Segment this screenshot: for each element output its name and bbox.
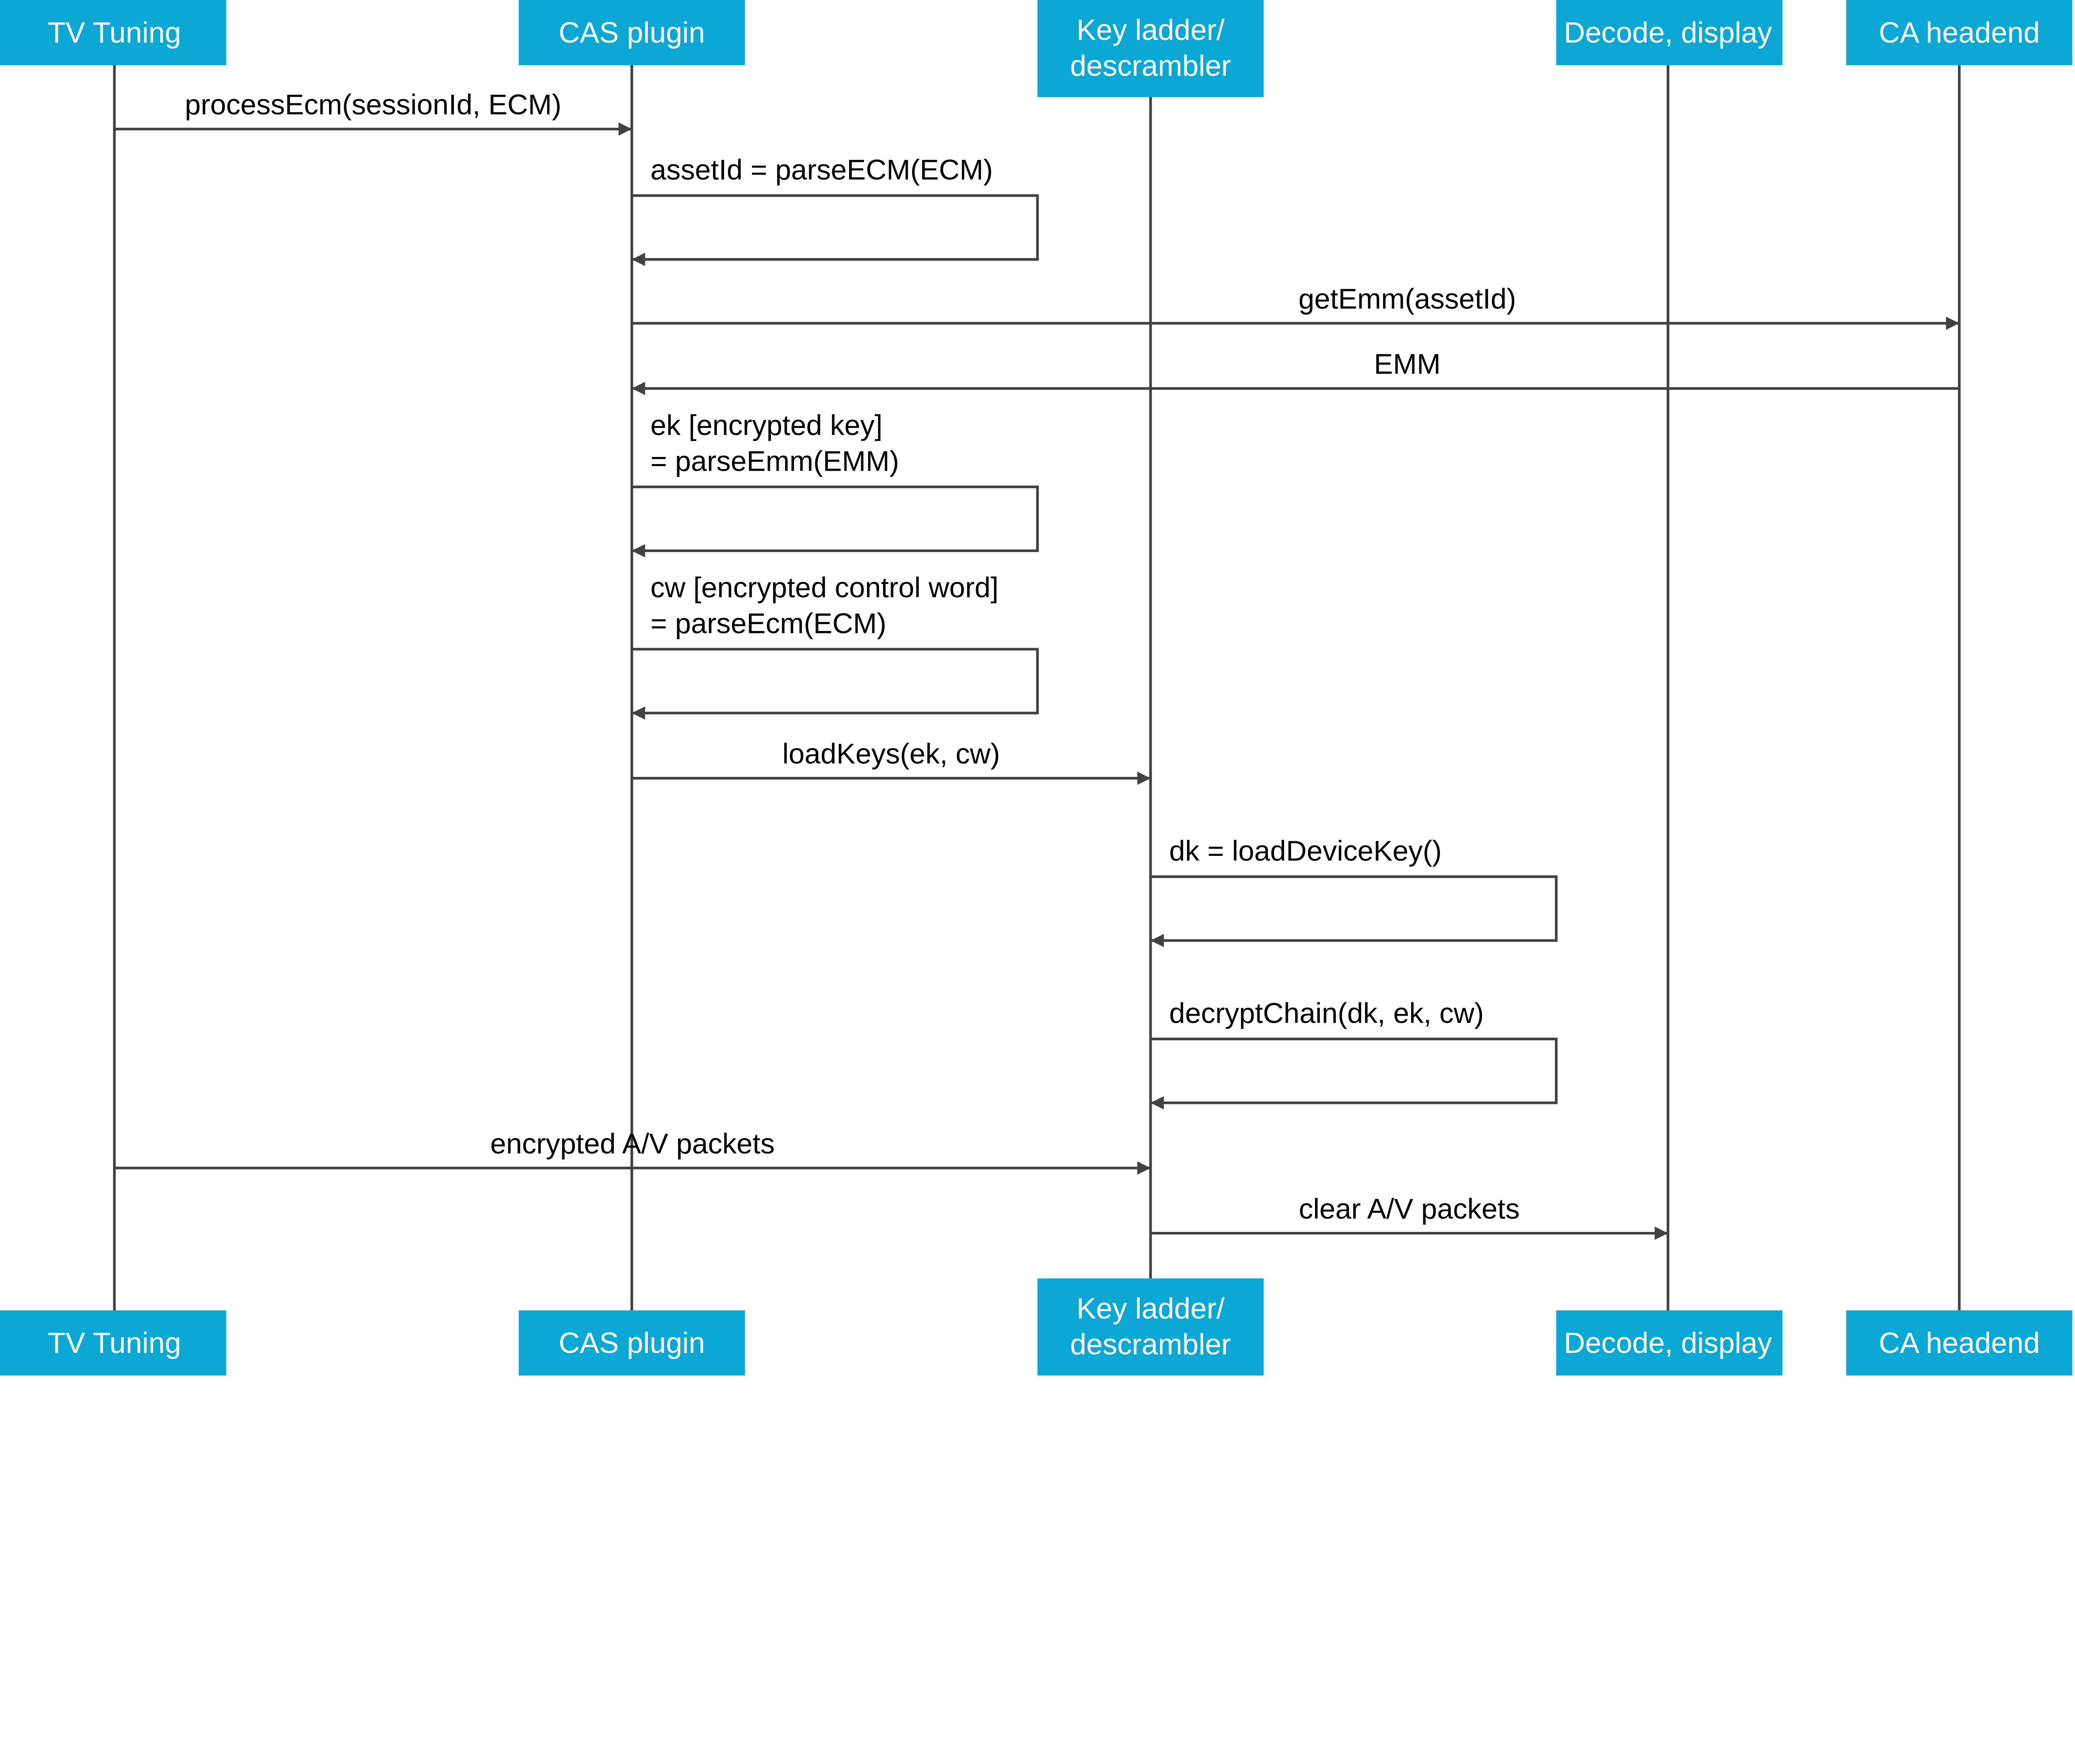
participant-tv-tuning-bottom: TV Tuning (0, 1310, 226, 1376)
participant-label: CAS plugin (559, 1327, 705, 1359)
message-3: EMM (632, 348, 1960, 395)
lifelines (113, 53, 1961, 1331)
message-10: clear A/V packets (1150, 1193, 1668, 1240)
participant-label: Key ladder/ (1077, 13, 1225, 46)
participant-label: Key ladder/ (1077, 1292, 1225, 1324)
participant-label: Decode, display (1564, 1327, 1772, 1359)
message-label: EMM (1374, 348, 1441, 380)
self-message-arrow (1150, 1037, 1558, 1110)
message-label: decryptChain(dk, ek, cw) (1169, 997, 1484, 1029)
participant-key-ladder-bottom: Key ladder/descrambler (1037, 1278, 1264, 1376)
message-label: assetId = parseECM(ECM) (650, 154, 993, 186)
participant-tv-tuning-top: TV Tuning (0, 0, 226, 66)
participant-box (518, 0, 745, 66)
self-message-arrow (632, 485, 1039, 557)
messages: processEcm(sessionId, ECM) assetId = pars… (114, 89, 1960, 1240)
message-label: ek [encrypted key] (650, 409, 882, 441)
participant-label: CAS plugin (559, 16, 705, 49)
participant-box (1846, 0, 2073, 66)
message-label: clear A/V packets (1299, 1193, 1520, 1225)
participant-cas-plugin-bottom: CAS plugin (518, 1310, 745, 1376)
participant-decode-display-bottom: Decode, display (1556, 1310, 1782, 1376)
message-label: dk = loadDeviceKey() (1169, 835, 1442, 867)
participant-label: CA headend (1879, 16, 2040, 49)
participant-key-ladder-top: Key ladder/descrambler (1037, 0, 1264, 97)
message-9: encrypted A/V packets (114, 1128, 1151, 1175)
participant-box (518, 1310, 745, 1376)
participant-ca-headend-top: CA headend (1846, 0, 2073, 66)
participant-box (1556, 1310, 1782, 1376)
participant-box (1846, 1310, 2073, 1376)
participant-box (1037, 1278, 1264, 1376)
self-message-arrow (632, 194, 1039, 266)
message-0: processEcm(sessionId, ECM) (114, 89, 632, 136)
message-4: ek [encrypted key] = parseEmm(EMM) (632, 409, 1039, 557)
message-label: getEmm(assetId) (1299, 283, 1516, 315)
participant-ca-headend-bottom: CA headend (1846, 1310, 2073, 1376)
participant-box (0, 1310, 226, 1376)
message-label: encrypted A/V packets (490, 1128, 775, 1160)
participant-label: CA headend (1879, 1327, 2040, 1359)
message-label: = parseEcm(ECM) (650, 608, 886, 640)
message-6: loadKeys(ek, cw) (632, 738, 1151, 785)
message-7: dk = loadDeviceKey() (1150, 835, 1558, 948)
self-message-arrow (632, 647, 1039, 720)
sequence-diagram: processEcm(sessionId, ECM) assetId = pars… (0, 0, 2073, 1376)
participant-label: Decode, display (1564, 16, 1772, 49)
message-label: = parseEmm(EMM) (650, 445, 899, 477)
participant-cas-plugin-top: CAS plugin (518, 0, 745, 66)
participant-box (1037, 0, 1264, 97)
participant-label: TV Tuning (48, 16, 181, 49)
message-5: cw [encrypted control word] = parseEcm(EC… (632, 572, 1039, 720)
participant-decode-display-top: Decode, display (1556, 0, 1782, 66)
message-label: processEcm(sessionId, ECM) (185, 89, 561, 121)
participant-label: descrambler (1070, 1328, 1231, 1361)
message-label: loadKeys(ek, cw) (782, 738, 1000, 770)
message-label: cw [encrypted control word] (650, 572, 998, 603)
self-message-arrow (1150, 875, 1558, 948)
participant-label: descrambler (1070, 49, 1231, 82)
message-1: assetId = parseECM(ECM) (632, 154, 1039, 266)
participant-box (0, 0, 226, 66)
participant-label: TV Tuning (48, 1327, 181, 1359)
participant-box (1556, 0, 1782, 66)
message-2: getEmm(assetId) (632, 283, 1960, 330)
message-8: decryptChain(dk, ek, cw) (1150, 997, 1558, 1110)
